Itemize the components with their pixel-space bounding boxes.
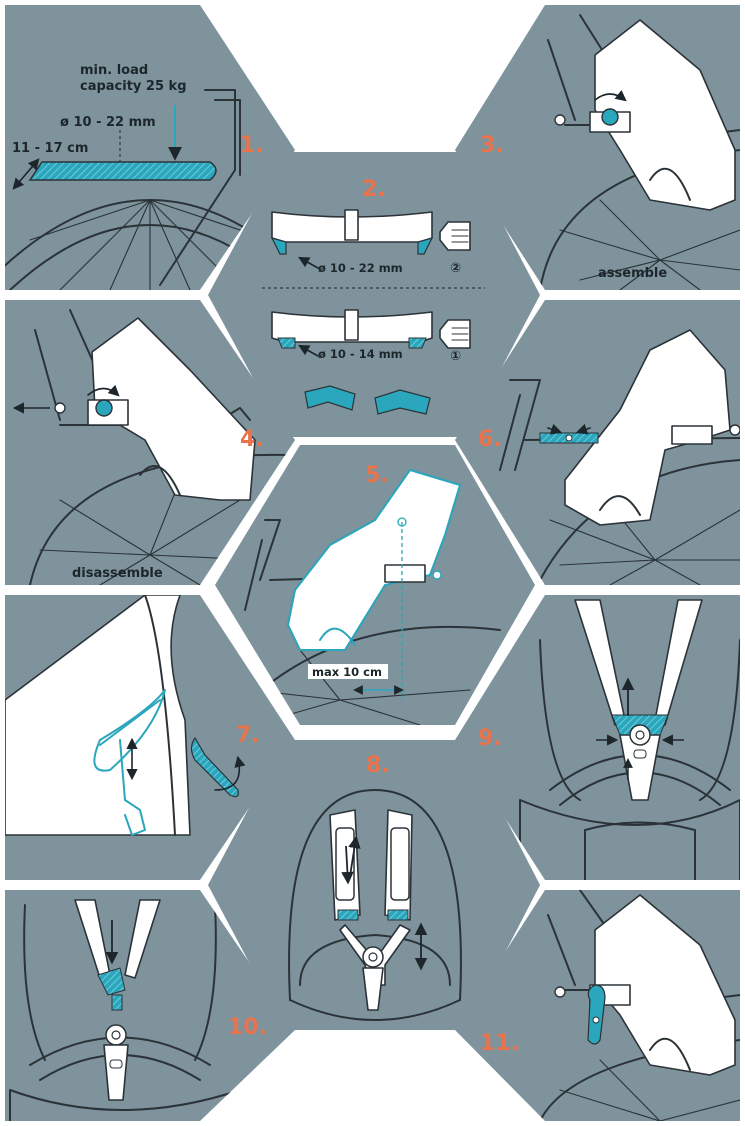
rack-platform-icon	[28, 161, 217, 181]
step-number-2: 2.	[362, 177, 386, 202]
step-number-10: 10.	[228, 1015, 267, 1040]
lock-key-icon	[587, 984, 606, 1045]
panel-6: 6.	[455, 300, 740, 585]
knob-icon	[439, 221, 471, 251]
knob-icon-2	[439, 319, 471, 349]
bolt-icon	[54, 402, 66, 414]
width-arrow-icon	[12, 158, 40, 190]
distance-label-box	[308, 664, 388, 679]
panel-2: ø 10 - 22 mm ② ø 10 - 14 mm ① 2.	[208, 152, 540, 437]
pointer-arrow-icon-2	[298, 344, 319, 357]
diameter-label: ø 10 - 22 mm	[60, 115, 156, 130]
bolt-icon	[554, 114, 566, 126]
clamp-with-adapter-icon	[271, 309, 433, 349]
step-number-1: 1.	[240, 133, 264, 158]
step-number-9: 9.	[478, 726, 502, 751]
bolt-icon	[729, 424, 740, 436]
disassemble-caption: disassemble	[72, 566, 163, 581]
panel-9: 9.	[455, 595, 740, 880]
buckle-icon	[629, 724, 651, 746]
down-arrow-icon	[341, 845, 354, 885]
pointer-arrow-icon	[298, 256, 319, 269]
buckle-icon	[362, 946, 384, 1011]
strap-icon	[649, 167, 691, 201]
harness-icon	[74, 899, 161, 1011]
step-number-4: 4.	[240, 427, 264, 452]
clamp-icon	[671, 425, 713, 445]
adapter-badge-2: ②	[450, 261, 461, 276]
step-number-11: 11.	[480, 1031, 519, 1056]
panel-10: 10.	[5, 890, 295, 1121]
up-arrow-icon	[348, 835, 361, 877]
distance-label: max 10 cm	[312, 665, 382, 679]
panel-4: 4. disassemble	[5, 300, 295, 585]
rack-icon	[159, 89, 241, 286]
clamp-icon	[384, 564, 426, 583]
strap-icon	[599, 495, 641, 516]
panel-7: 7.	[5, 595, 295, 880]
step-number-6: 6.	[478, 427, 502, 452]
clamp-icon	[270, 209, 434, 255]
adapter-badge-1: ①	[450, 349, 461, 364]
panel-8: 8.	[208, 740, 540, 1030]
load-label-line-2: capacity 25 kg	[80, 79, 187, 94]
squeeze-arrow-icon-right	[575, 423, 591, 435]
panel-8-background	[208, 740, 540, 1030]
rotate-arrow-icon	[594, 90, 627, 102]
step-number-5: 5.	[365, 463, 389, 488]
buckle-icon	[190, 736, 239, 798]
diameter-large-label: ø 10 - 22 mm	[318, 261, 403, 275]
bolt-icon	[554, 986, 566, 998]
rotate-arrow-icon	[214, 755, 246, 791]
step-number-8: 8.	[366, 753, 390, 778]
step-number-7: 7.	[236, 723, 260, 748]
seat-back-icon	[288, 789, 462, 1021]
panel-10-background	[5, 890, 295, 1121]
frame-icon	[244, 519, 281, 611]
panel-5: max 10 cm 5.	[215, 445, 535, 725]
squeeze-arrow-icon-left	[547, 423, 563, 435]
assemble-caption: assemble	[598, 266, 667, 281]
wheel-spokes	[549, 479, 740, 585]
diameter-small-label: ø 10 - 14 mm	[318, 347, 403, 361]
panel-11: 11.	[455, 890, 740, 1121]
harness-icon	[574, 599, 703, 801]
knob-icon	[601, 108, 619, 126]
buckle-icon	[103, 1024, 129, 1101]
load-label-line-1: min. load	[80, 63, 148, 78]
seat-side-icon	[5, 595, 191, 836]
rotate-arrow-icon	[87, 384, 120, 397]
step-number-3: 3.	[480, 133, 504, 158]
adapter-icon	[304, 385, 431, 415]
bolt-icon	[432, 570, 442, 580]
seat-back-icon	[9, 904, 241, 1121]
strap-icon	[93, 689, 166, 772]
width-label: 11 - 17 cm	[12, 141, 88, 156]
knob-icon	[95, 399, 113, 417]
strap-icon	[649, 1037, 691, 1071]
wheel-spokes	[559, 1059, 740, 1121]
panel-1: min. load capacity 25 kg ø 10 - 22 mm 11…	[5, 5, 295, 290]
panel-1-background	[5, 5, 295, 290]
panel-3: 3. assemble	[455, 5, 740, 290]
wheel-spokes	[249, 649, 471, 725]
seat-icon	[564, 329, 731, 526]
strap-icon	[139, 465, 181, 496]
